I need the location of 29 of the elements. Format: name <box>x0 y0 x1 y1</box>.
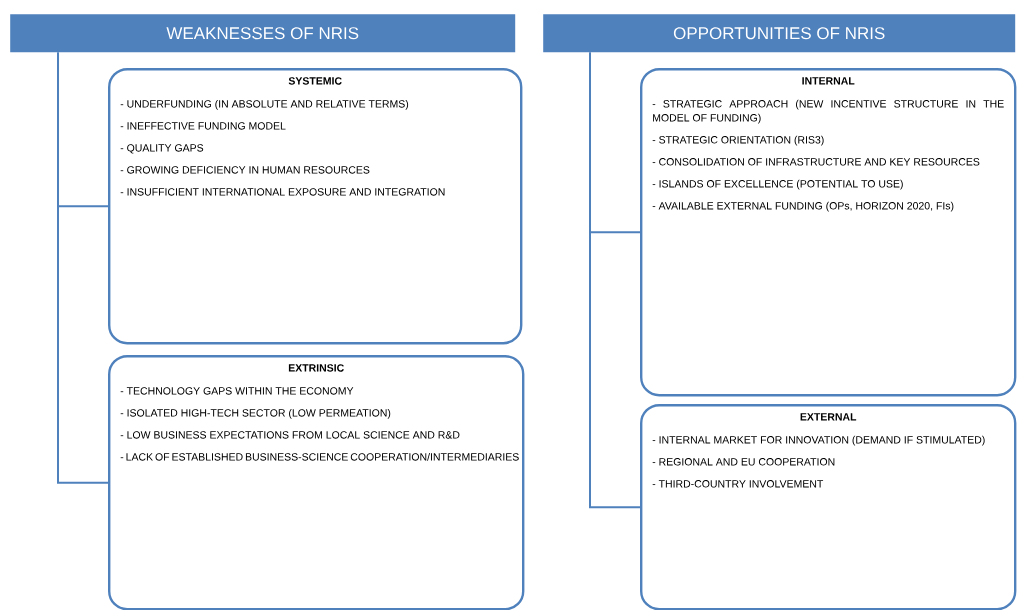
box-heading: EXTRINSIC <box>288 364 344 372</box>
list-item: - STRATEGIC APPROACH (NEW INCENTIVE STRUCTURE IN THE MODEL OF FUNDING) <box>652 99 1004 124</box>
rounded-box <box>108 355 525 610</box>
list-item: - QUALITY GAPS <box>120 144 204 154</box>
box-heading: SYSTEMIC <box>288 77 342 85</box>
connector-line <box>589 51 641 509</box>
list-item: - UNDERFUNDING (IN ABSOLUTE AND RELATIVE TERMS) <box>120 99 409 110</box>
list-item: - LACK OF ESTABLISHED BUSINESS-SCIENCE COOPERATION/INTERMEDIARIES <box>120 452 519 461</box>
list-item: - INSUFFICIENT INTERNATIONAL EXPOSURE AND INTEGRATION <box>120 188 445 196</box>
list-item: - GROWING DEFICIENCY IN HUMAN RESOURCES <box>120 166 370 174</box>
rounded-box <box>108 68 523 345</box>
list-item: - CONSOLIDATION OF INFRASTRUCTURE AND KEY RESOURCES <box>652 158 980 166</box>
list-item: - LOW BUSINESS EXPECTATIONS FROM LOCAL SCIENCE AND R&D <box>120 431 460 439</box>
box-heading: EXTERNAL <box>800 413 857 421</box>
header-band: WEAKNESSES OF NRIS <box>10 14 516 53</box>
rounded-box <box>640 404 1017 610</box>
list-item: - INTERNAL MARKET FOR INNOVATION (DEMAND IF STIMULATED) <box>652 435 985 446</box>
list-item: - TECHNOLOGY GAPS WITHIN THE ECONOMY <box>120 387 354 395</box>
list-item: - STRATEGIC ORIENTATION (RIS3) <box>652 135 824 146</box>
rounded-box <box>640 68 1017 397</box>
list-item: - AVAILABLE EXTERNAL FUNDING (OPs, HORIZON 2020, FIs) <box>652 201 954 212</box>
header-band: OPPORTUNITIES OF NRIS <box>543 14 1016 53</box>
box-heading: INTERNAL <box>802 77 855 85</box>
list-item: - ISOLATED HIGH-TECH SECTOR (LOW PERMEATION) <box>120 408 391 419</box>
list-item: - ISLANDS OF EXCELLENCE (POTENTIAL TO USE) <box>652 179 903 190</box>
list-item: - INEFFECTIVE FUNDING MODEL <box>120 122 286 130</box>
list-item: - REGIONAL AND EU COOPERATION <box>652 458 835 466</box>
list-item: - THIRD-COUNTRY INVOLVEMENT <box>652 480 824 488</box>
connector-line <box>57 51 109 484</box>
